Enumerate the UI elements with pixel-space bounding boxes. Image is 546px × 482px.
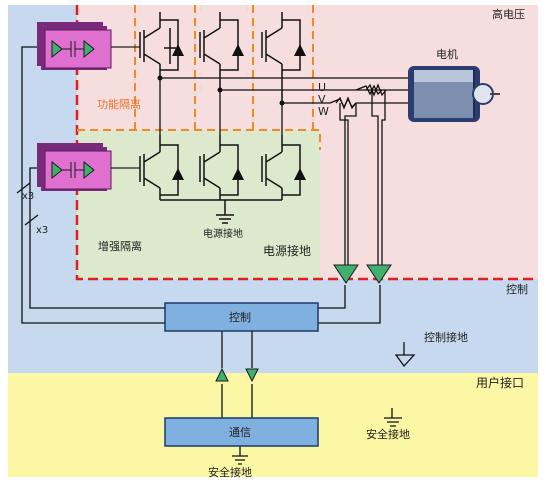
safety-ground-label-2: 安全接地: [208, 465, 252, 479]
safety-ground-label-1: 安全接地: [366, 427, 410, 441]
isolator-icon: [51, 160, 95, 180]
comm-block-label: 通信: [229, 426, 251, 439]
igbt-icon: [172, 168, 306, 180]
motor-icon: [408, 66, 500, 122]
functional-isolation-label: 功能隔离: [97, 97, 141, 111]
phase-label-u: U: [318, 81, 326, 94]
control-ground-label: 控制接地: [424, 330, 468, 344]
gate-drive-wires: [111, 46, 140, 169]
power-ground-label-1: 电源接地: [203, 227, 243, 240]
motor-label: 电机: [436, 47, 458, 61]
zone-label-user-interface: 用户接口: [476, 375, 524, 390]
high-voltage-boundary: [75, 5, 538, 281]
isolator-stack-bottom: [37, 143, 112, 191]
phase-label-v: V: [318, 93, 326, 106]
reinforced-isolation-zone: [77, 130, 320, 278]
phase-label-w: W: [318, 105, 329, 118]
comm-block: [164, 417, 319, 447]
isolator-stack-top: [37, 22, 112, 70]
zone-label-high-voltage: 高电压: [492, 7, 525, 21]
bus-count-label-top: x3: [22, 191, 34, 202]
zone-label-control: 控制: [506, 282, 528, 296]
reinforced-isolation-label: 增强隔离: [98, 239, 142, 253]
igbt-icon: [172, 44, 306, 56]
control-block: [164, 302, 319, 332]
power-ground-label-2: 电源接地: [263, 243, 311, 258]
control-block-label: 控制: [229, 310, 251, 324]
bus-count-label-bottom: x3: [36, 225, 48, 236]
control-wiring: [16, 46, 416, 465]
resistor-icon: [335, 83, 387, 110]
junction-dots: [157, 75, 285, 106]
isolator-icon: [51, 39, 95, 59]
triangle-buffer-icon: [215, 264, 392, 383]
